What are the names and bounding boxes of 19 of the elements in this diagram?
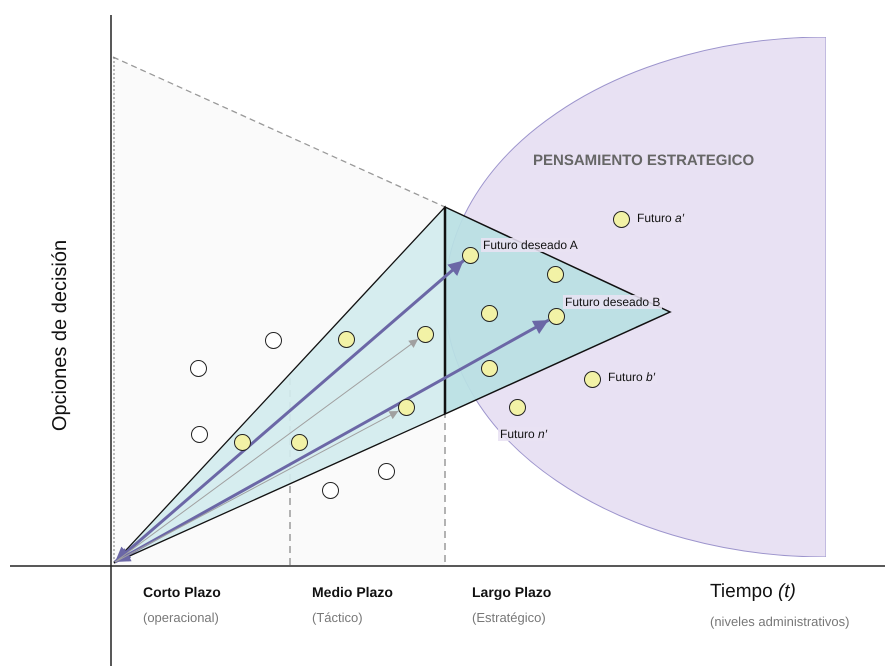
level-label: (niveles administrativos) [710, 614, 850, 629]
future-caption: Futuro deseado A [481, 238, 580, 252]
period-label: Medio Plazo [312, 584, 393, 600]
period-label: Largo Plazo [472, 584, 552, 600]
future-caption: Futuro deseado B [563, 295, 662, 309]
level-label: (Táctico) [312, 610, 363, 625]
level-label: (Estratégico) [472, 610, 546, 625]
future-caption: Futuro n′ [498, 427, 549, 441]
future-caption: Futuro a′ [635, 211, 686, 225]
axis-title: Opciones de decisión [48, 239, 72, 431]
arrow [114, 410, 399, 562]
axis-title: Tiempo (t) [710, 581, 796, 603]
arrow [114, 338, 419, 562]
region-title: PENSAMIENTO ESTRATEGICO [533, 152, 754, 169]
level-label: (operacional) [143, 610, 219, 625]
period-label: Corto Plazo [143, 584, 221, 600]
arrow [114, 259, 465, 564]
arrow [114, 318, 550, 564]
future-caption: Futuro b′ [606, 370, 657, 384]
